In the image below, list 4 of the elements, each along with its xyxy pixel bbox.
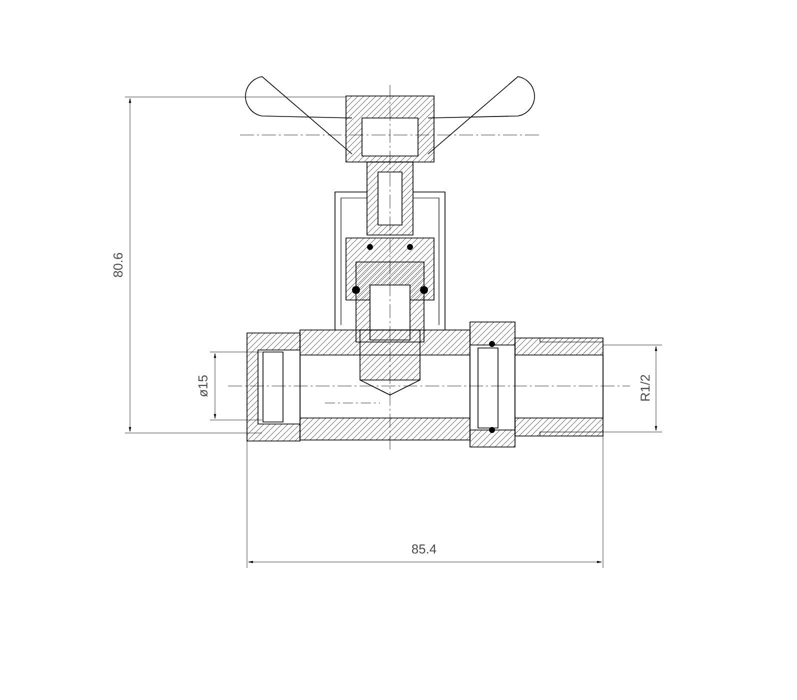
dimension-label: 85.4 [412,544,436,554]
dimension-label: ø15 [198,375,208,397]
dimension-label: R1/2 [640,374,650,401]
dimension-label: 80.6 [113,252,123,278]
